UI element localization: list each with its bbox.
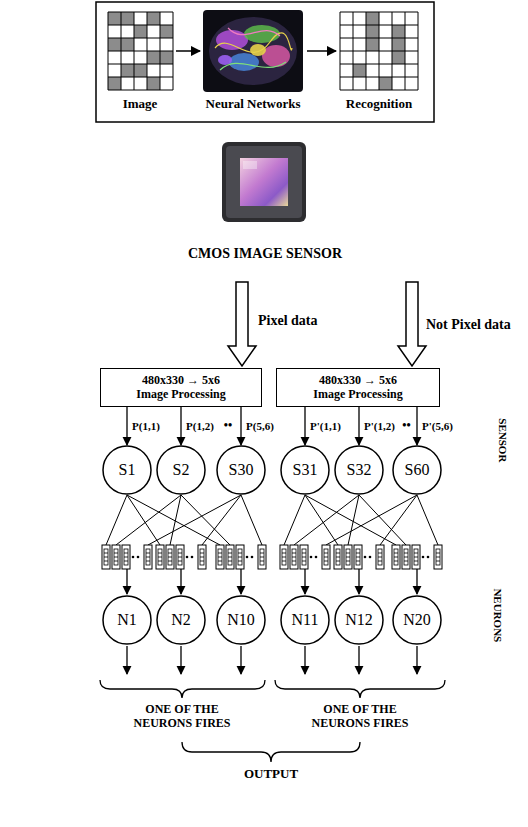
neural-network-picture — [203, 10, 303, 92]
firing-note: ONE OF THE NEURONS FIRES — [117, 703, 247, 731]
neuron-circle — [335, 446, 383, 494]
firing-note: ONE OF THE NEURONS FIRES — [295, 703, 425, 731]
neuron-name: S32 — [347, 462, 372, 478]
output-neuron: N10 — [216, 595, 266, 645]
sensor-neuron: S60 — [392, 445, 442, 495]
data-label: Pixel data — [258, 313, 318, 329]
neuron-circle — [393, 446, 441, 494]
synapse-array — [102, 545, 442, 569]
neuron-circle — [393, 596, 441, 644]
sensor-neuron: S2 — [156, 445, 206, 495]
signal-arrow — [304, 407, 305, 445]
neuron-name: N20 — [403, 612, 431, 628]
section-label: NEURONS — [492, 588, 505, 642]
neuron-circle — [157, 596, 205, 644]
neuron-circle — [217, 596, 265, 644]
output-neuron: N1 — [102, 595, 152, 645]
sensor-neuron: S1 — [102, 445, 152, 495]
neuron-name: S30 — [229, 462, 254, 478]
grouping-brace — [275, 680, 445, 698]
output-neuron: N12 — [334, 595, 384, 645]
image-processing-box: 480x330 → 5x6 Image Processing — [276, 368, 440, 407]
input-image-grid — [108, 12, 173, 90]
neuron-name: N2 — [171, 612, 191, 628]
grouping-brace — [182, 742, 360, 762]
data-flow-arrow — [228, 282, 256, 366]
data-label: Not Pixel data — [426, 317, 511, 333]
neuron-name: S31 — [293, 462, 318, 478]
output-neuron: N2 — [156, 595, 206, 645]
grouping-brace — [100, 680, 265, 698]
neuron-name: N12 — [345, 612, 373, 628]
sensor-neuron: S30 — [216, 445, 266, 495]
synapse-output-arrow — [127, 569, 417, 594]
ellipsis-mark: •• — [224, 419, 232, 433]
signal-label: P(5,6) — [245, 420, 275, 433]
neuron-name: N1 — [117, 612, 137, 628]
sensor-caption: CMOS IMAGE SENSOR — [188, 246, 342, 262]
signal-label: P'(1,2) — [363, 420, 396, 433]
neuron-name: N10 — [227, 612, 255, 628]
flow-arrow — [307, 50, 336, 52]
box-text: 480x330 → 5x6 Image Processing — [125, 373, 237, 402]
output-neuron: N11 — [280, 595, 330, 645]
picture-caption: Image — [123, 97, 158, 112]
signal-arrow — [240, 407, 241, 445]
output-label: OUTPUT — [244, 767, 298, 782]
neuron-name: S2 — [173, 462, 190, 478]
recognition-grid — [340, 12, 418, 90]
image-processing-box: 480x330 → 5x6 Image Processing — [100, 368, 262, 407]
box-text: 480x330 → 5x6 Image Processing — [302, 373, 414, 402]
neuron-name: N11 — [292, 612, 319, 628]
sensor-neuron: S31 — [280, 445, 330, 495]
signal-label: P(1,1) — [131, 420, 161, 433]
sensor-neuron: S32 — [334, 445, 384, 495]
neuron-circle — [157, 446, 205, 494]
neuron-circle — [103, 446, 151, 494]
ellipsis-mark: •• — [402, 419, 410, 433]
signal-arrow — [416, 407, 417, 445]
picture-caption: Neural Networks — [206, 97, 301, 112]
cmos-chip-picture — [222, 142, 306, 222]
neuron-circle — [281, 446, 329, 494]
neuron-name: S1 — [119, 462, 136, 478]
intro-frame — [96, 2, 434, 122]
synapse-wires — [106, 495, 438, 545]
signal-arrow — [358, 407, 359, 445]
neuron-circle — [335, 596, 383, 644]
signal-arrow — [126, 407, 127, 445]
neuron-name: S60 — [405, 462, 430, 478]
flow-arrow — [176, 50, 200, 52]
signal-label: P'(1,1) — [309, 420, 342, 433]
picture-caption: Recognition — [346, 97, 412, 112]
neuron-circle — [103, 596, 151, 644]
neuron-circle — [281, 596, 329, 644]
section-label: SENSOR — [497, 418, 510, 462]
data-flow-arrow — [398, 282, 426, 366]
signal-arrow — [180, 407, 181, 445]
signal-label: P'(5,6) — [421, 420, 454, 433]
neuron-output-arrow — [127, 646, 417, 674]
output-neuron: N20 — [392, 595, 442, 645]
neuron-circle — [217, 446, 265, 494]
signal-label: P(1,2) — [185, 420, 215, 433]
